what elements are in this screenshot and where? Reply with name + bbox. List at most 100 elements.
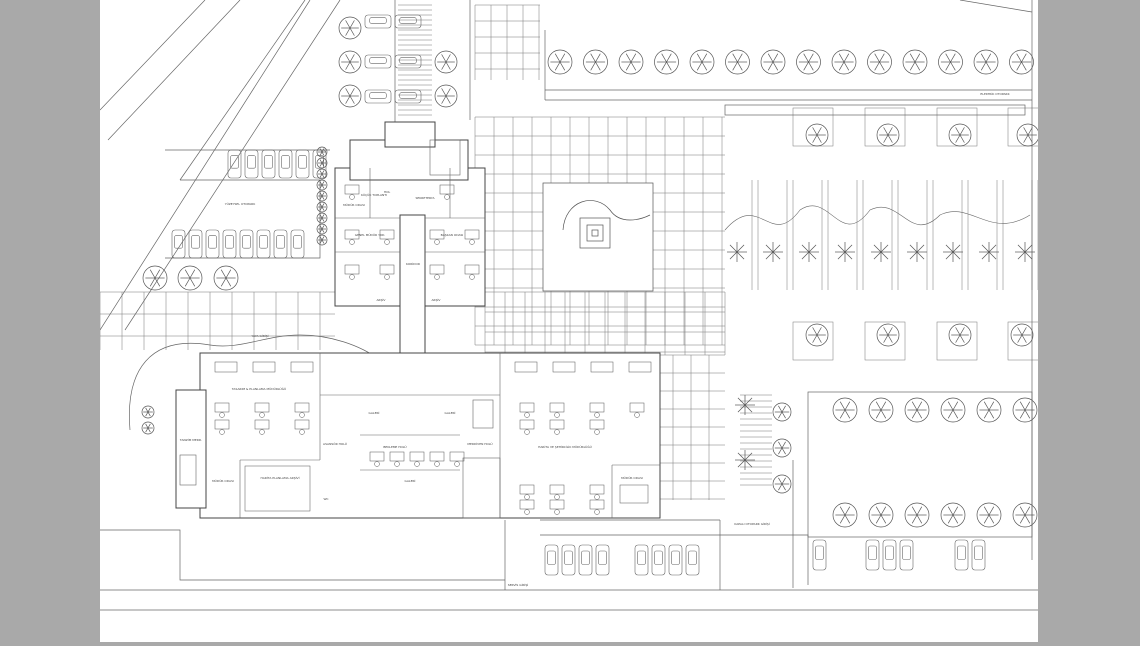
car-roof xyxy=(247,155,256,169)
tree-crown xyxy=(772,438,792,458)
chair xyxy=(524,429,530,435)
tree-crown xyxy=(805,323,829,347)
tree-branch xyxy=(911,409,918,419)
chair xyxy=(259,412,265,418)
tree-branch xyxy=(887,334,893,343)
tree-crown xyxy=(316,146,328,158)
desk xyxy=(589,484,605,495)
tree-branch xyxy=(947,514,954,524)
tree-branch xyxy=(154,277,161,287)
palm-frond xyxy=(744,452,753,461)
palm-frond xyxy=(808,251,817,260)
chair xyxy=(434,461,440,467)
palm-frond xyxy=(909,251,918,260)
car-roof xyxy=(637,550,646,565)
chair xyxy=(454,461,460,467)
palm-frond xyxy=(945,244,954,253)
tree-branch xyxy=(875,401,882,411)
tree-branch xyxy=(816,127,822,136)
chair xyxy=(434,239,440,245)
chair xyxy=(524,412,530,418)
palm-frond xyxy=(981,251,990,260)
tree-branch xyxy=(916,401,923,411)
archive-table xyxy=(244,465,311,512)
tree-branch xyxy=(959,127,965,136)
tree-branch xyxy=(952,401,959,411)
tree-branch xyxy=(147,427,151,433)
tree-branch xyxy=(988,506,995,516)
tree-crown xyxy=(177,265,203,291)
tree-branch xyxy=(803,53,809,63)
tree-branch xyxy=(1019,401,1026,411)
tree-branch xyxy=(189,277,196,287)
tree-crown xyxy=(796,49,821,75)
tree-crown xyxy=(583,49,608,75)
desk xyxy=(409,451,425,462)
palm-frond xyxy=(744,459,753,468)
desk xyxy=(429,451,445,462)
planter xyxy=(792,107,834,147)
tree-crown xyxy=(904,397,930,423)
tree-branch xyxy=(781,447,786,455)
car xyxy=(239,229,254,259)
palm-frond xyxy=(880,251,889,260)
chair xyxy=(219,412,225,418)
palm-frond xyxy=(744,404,753,413)
desk xyxy=(589,499,605,510)
desk xyxy=(294,419,310,430)
chair xyxy=(594,412,600,418)
room-label: BEKLEME HOLÜ xyxy=(383,444,406,449)
car-roof xyxy=(399,92,417,99)
site-label: YÜZEYSEL OTOPARK xyxy=(225,201,256,206)
palm-frond xyxy=(837,244,846,253)
tree-crown xyxy=(142,265,168,291)
tree-crown xyxy=(316,190,328,202)
tree-branch xyxy=(1021,53,1027,63)
car xyxy=(171,229,186,259)
site-label: YAYA GİRİŞİ xyxy=(252,333,269,338)
desk xyxy=(214,402,230,413)
car xyxy=(188,229,203,259)
palm-frond xyxy=(1024,244,1033,253)
tree-branch xyxy=(145,407,149,413)
desk xyxy=(589,402,605,413)
palm-frond xyxy=(801,251,810,260)
tree-branch xyxy=(661,53,667,63)
car-roof xyxy=(957,545,966,560)
tree-branch xyxy=(666,61,672,71)
tree-branch xyxy=(955,327,961,336)
tree-crown xyxy=(760,49,786,75)
tree-crown xyxy=(868,397,894,423)
desk xyxy=(294,402,310,413)
palm-frond xyxy=(837,251,846,260)
palm-frond xyxy=(736,244,745,253)
car xyxy=(595,544,610,576)
tree-crown xyxy=(831,49,857,75)
car-roof xyxy=(293,235,302,249)
tree-branch xyxy=(914,53,921,63)
car xyxy=(668,544,683,576)
tree-branch xyxy=(816,134,822,143)
tree-branch xyxy=(441,54,447,63)
palm-frond xyxy=(988,251,997,260)
tree-crown xyxy=(876,323,900,347)
tree-branch xyxy=(911,401,918,411)
palm-frond xyxy=(1017,244,1026,253)
tree-branch xyxy=(781,441,786,449)
tree-branch xyxy=(1019,506,1026,516)
manager-desk xyxy=(619,484,649,504)
tree-branch xyxy=(879,53,885,63)
car-roof xyxy=(281,155,290,169)
car-roof xyxy=(208,235,217,249)
desk xyxy=(519,484,535,495)
tree-branch xyxy=(321,225,325,230)
site-lines xyxy=(99,0,1038,611)
tree-branch xyxy=(737,53,743,63)
palm-frond xyxy=(737,404,746,413)
tree-crown xyxy=(618,49,644,75)
tree-branch xyxy=(772,53,779,63)
car-roof xyxy=(598,550,607,565)
palm-frond xyxy=(945,251,954,260)
tree-branch xyxy=(959,334,965,343)
tree-branch xyxy=(955,127,961,136)
